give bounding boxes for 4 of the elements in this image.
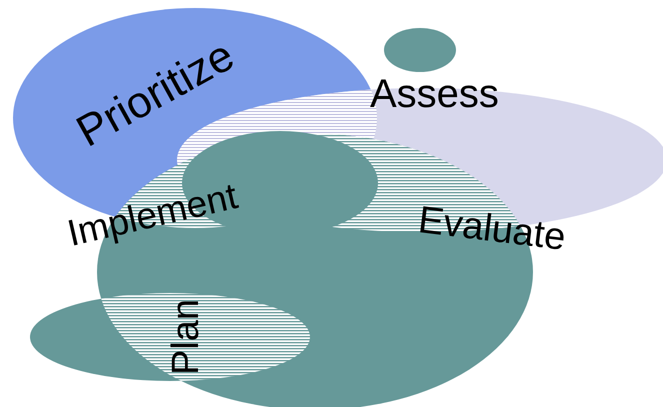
stage-label: Evaluate <box>416 201 568 257</box>
stage-label: Assess <box>370 74 499 114</box>
stage-label: Implement <box>64 177 241 252</box>
stage-label: Plan <box>167 298 206 376</box>
